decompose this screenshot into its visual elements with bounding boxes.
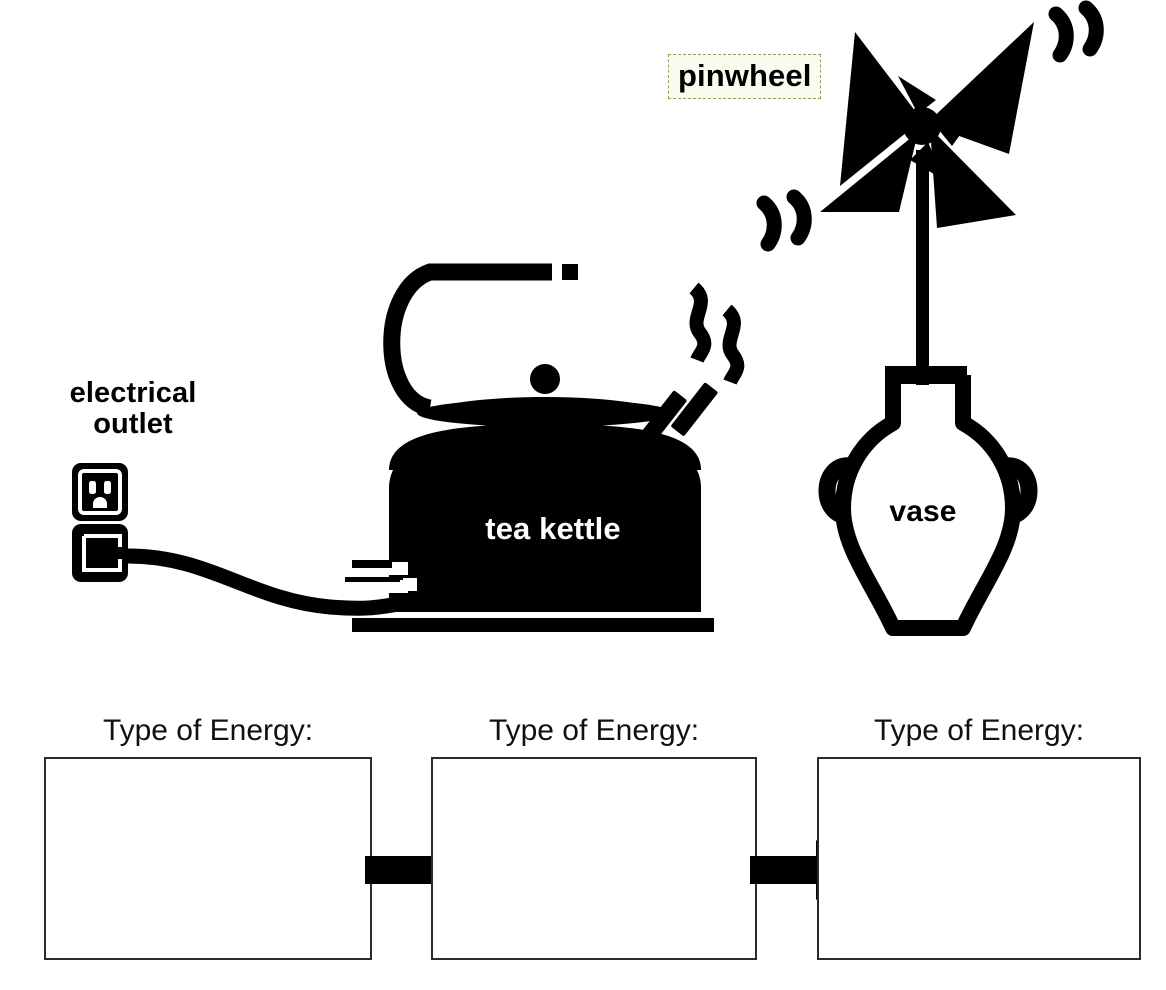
power-cord-icon (120, 548, 406, 616)
energy-chain: Type of Energy: Type of Energy: Type of … (0, 700, 1166, 990)
pinwheel-label: pinwheel (668, 54, 822, 100)
electrical-outlet-label: electrical outlet (69, 377, 197, 441)
energy-caption-3: Type of Energy: (873, 714, 1085, 747)
illustration-area (72, 0, 1104, 636)
vase-icon (818, 366, 1038, 636)
tea-kettle-icon (345, 263, 718, 632)
steam-icon (688, 282, 745, 386)
tea-kettle-label: tea kettle (485, 511, 621, 546)
energy-answer-box-3[interactable] (817, 757, 1141, 960)
pinwheel-icon (820, 22, 1034, 385)
energy-answer-box-1[interactable] (44, 757, 372, 960)
vase-label: vase (889, 495, 957, 528)
energy-caption-2: Type of Energy: (488, 714, 700, 747)
energy-caption-1: Type of Energy: (102, 714, 314, 747)
motion-mark-icon (756, 0, 1104, 252)
electrical-outlet-icon (72, 463, 128, 582)
energy-answer-box-2[interactable] (431, 757, 757, 960)
